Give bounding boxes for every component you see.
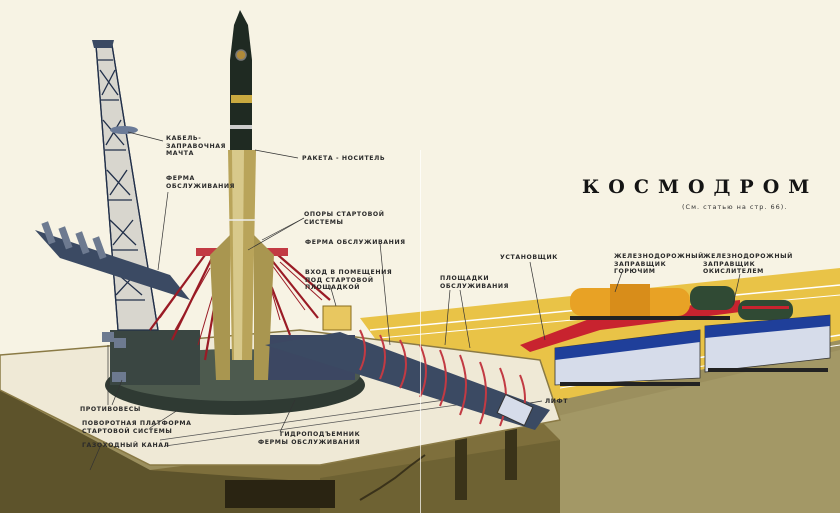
inclined-gantry (265, 332, 550, 430)
gas-channel-opening (225, 480, 335, 508)
rail-cars (554, 314, 831, 386)
label-elevator: ЛИФТ (545, 398, 569, 405)
page-reference: (См. статью на стр. 66). (682, 203, 788, 211)
label-service-truss-right: ФЕРМА ОБСЛУЖИВАНИЯ (305, 239, 406, 246)
page-fold (420, 150, 421, 513)
elevator-cab (496, 393, 534, 427)
pit-wall (520, 350, 840, 513)
label-hydraulic-lift: ГИДРОПОДЪЕМНИК ФЕРМЫ ОБСЛУЖИВАНИЯ (258, 431, 361, 446)
service-arm-left (35, 230, 190, 300)
oxidizer-tanker (738, 300, 793, 320)
label-oxidizer-tanker: ЖЕЛЕЗНОДОРОЖНЫЙ ЗАПРАВЩИК ОКИСЛИТЕЛЕМ (703, 253, 793, 275)
label-counterweights: ПРОТИВОВЕСЫ (80, 406, 141, 413)
label-service-truss-left: ФЕРМА ОБСЛУЖИВАНИЯ (166, 175, 236, 190)
label-entrance: ВХОД В ПОМЕЩЕНИЯ ПОД СТАРТОВОЙ ПЛОЩАДКОЙ (305, 269, 393, 291)
label-fuel-tanker: ЖЕЛЕЗНОДОРОЖНЫЙ ЗАПРАВЩИК ГОРЮЧИМ (614, 253, 704, 275)
label-launch-vehicle: РАКЕТА - НОСИТЕЛЬ (302, 155, 386, 162)
label-erector: УСТАНОВЩИК (500, 254, 558, 261)
cable-mast (95, 44, 159, 331)
page-title: КОСМОДРОМ (582, 176, 819, 198)
label-launch-supports: ОПОРЫ СТАРТОВОЙ СИСТЕМЫ (304, 211, 385, 226)
stairs (359, 454, 426, 501)
label-gas-channel: ГАЗОХОДНЫЙ КАНАЛ (82, 442, 170, 449)
label-rotating-platform: ПОВОРОТНАЯ ПЛАТФОРМА СТАРТОВОЙ СИСТЕМЫ (82, 420, 192, 435)
label-service-platforms: ПЛОЩАДКИ ОБСЛУЖИВАНИЯ (440, 275, 510, 290)
label-cable-mast: КАБЕЛЬ- ЗАПРАВОЧНАЯ МАЧТА (166, 135, 226, 157)
counterweights (102, 332, 126, 382)
entrance-block (322, 305, 352, 331)
leader-lines (89, 131, 741, 471)
launch-vehicle (210, 10, 274, 380)
fuel-tanker (570, 284, 735, 320)
